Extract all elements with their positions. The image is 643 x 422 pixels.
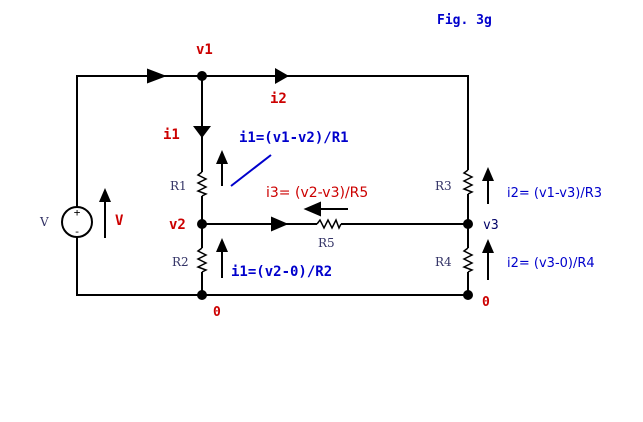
resistor-r2 [196,247,208,273]
arrow-i3 [303,201,321,217]
node-dots [197,71,473,300]
source-arrow-label: V [115,213,124,229]
node-dot-gnd-left [197,290,207,300]
equation-i2-r4: i2= (v3-0)/R4 [507,256,595,271]
resistor-label-r1: R1 [170,179,187,193]
wire-bottom [76,232,468,296]
node-label-v1: v1 [196,42,213,58]
arrow-top-left [147,68,167,84]
resistor-r1 [196,171,208,197]
resistor-label-r3: R3 [435,179,452,193]
node-dot-gnd-right [463,290,473,300]
arrow-i1 [193,126,211,138]
node-label-v2: v2 [169,217,186,233]
wire-top-right [202,75,469,170]
current-label-i1: i1 [163,127,180,143]
arrow-i2 [275,68,289,84]
source-minus: - [74,225,81,238]
voltage-source: + - [61,206,93,238]
source-label: V [39,215,49,229]
equation-i1-r1: i1=(v1-v2)/R1 [239,130,349,146]
node-dot-v2 [197,219,207,229]
resistor-r5 [316,218,342,230]
resistor-r3 [462,169,474,195]
current-label-i2: i2 [270,91,287,107]
source-plus: + [74,206,81,219]
resistor-label-r5: R5 [318,236,335,250]
node-dot-v1 [197,71,207,81]
equation-i2-r3: i2= (v1-v3)/R3 [507,186,602,201]
resistor-r4 [462,247,474,273]
equation-i1-r2: i1=(v2-0)/R2 [231,264,332,280]
ground-label-left: 0 [213,305,221,320]
node-label-v3: v3 [483,218,499,233]
figure-title: Fig. 3g [437,13,492,28]
ground-label-right: 0 [482,295,490,310]
wire-arrows [106,68,348,232]
resistor-label-r4: R4 [435,255,452,269]
voltage-arrows [99,150,494,280]
pointer-line [230,154,272,187]
node-dot-v3 [463,219,473,229]
arrow-v2-right [271,216,289,232]
equation-i3-r5: i3= (v2-v3)/R5 [266,185,368,201]
resistor-label-r2: R2 [172,255,189,269]
